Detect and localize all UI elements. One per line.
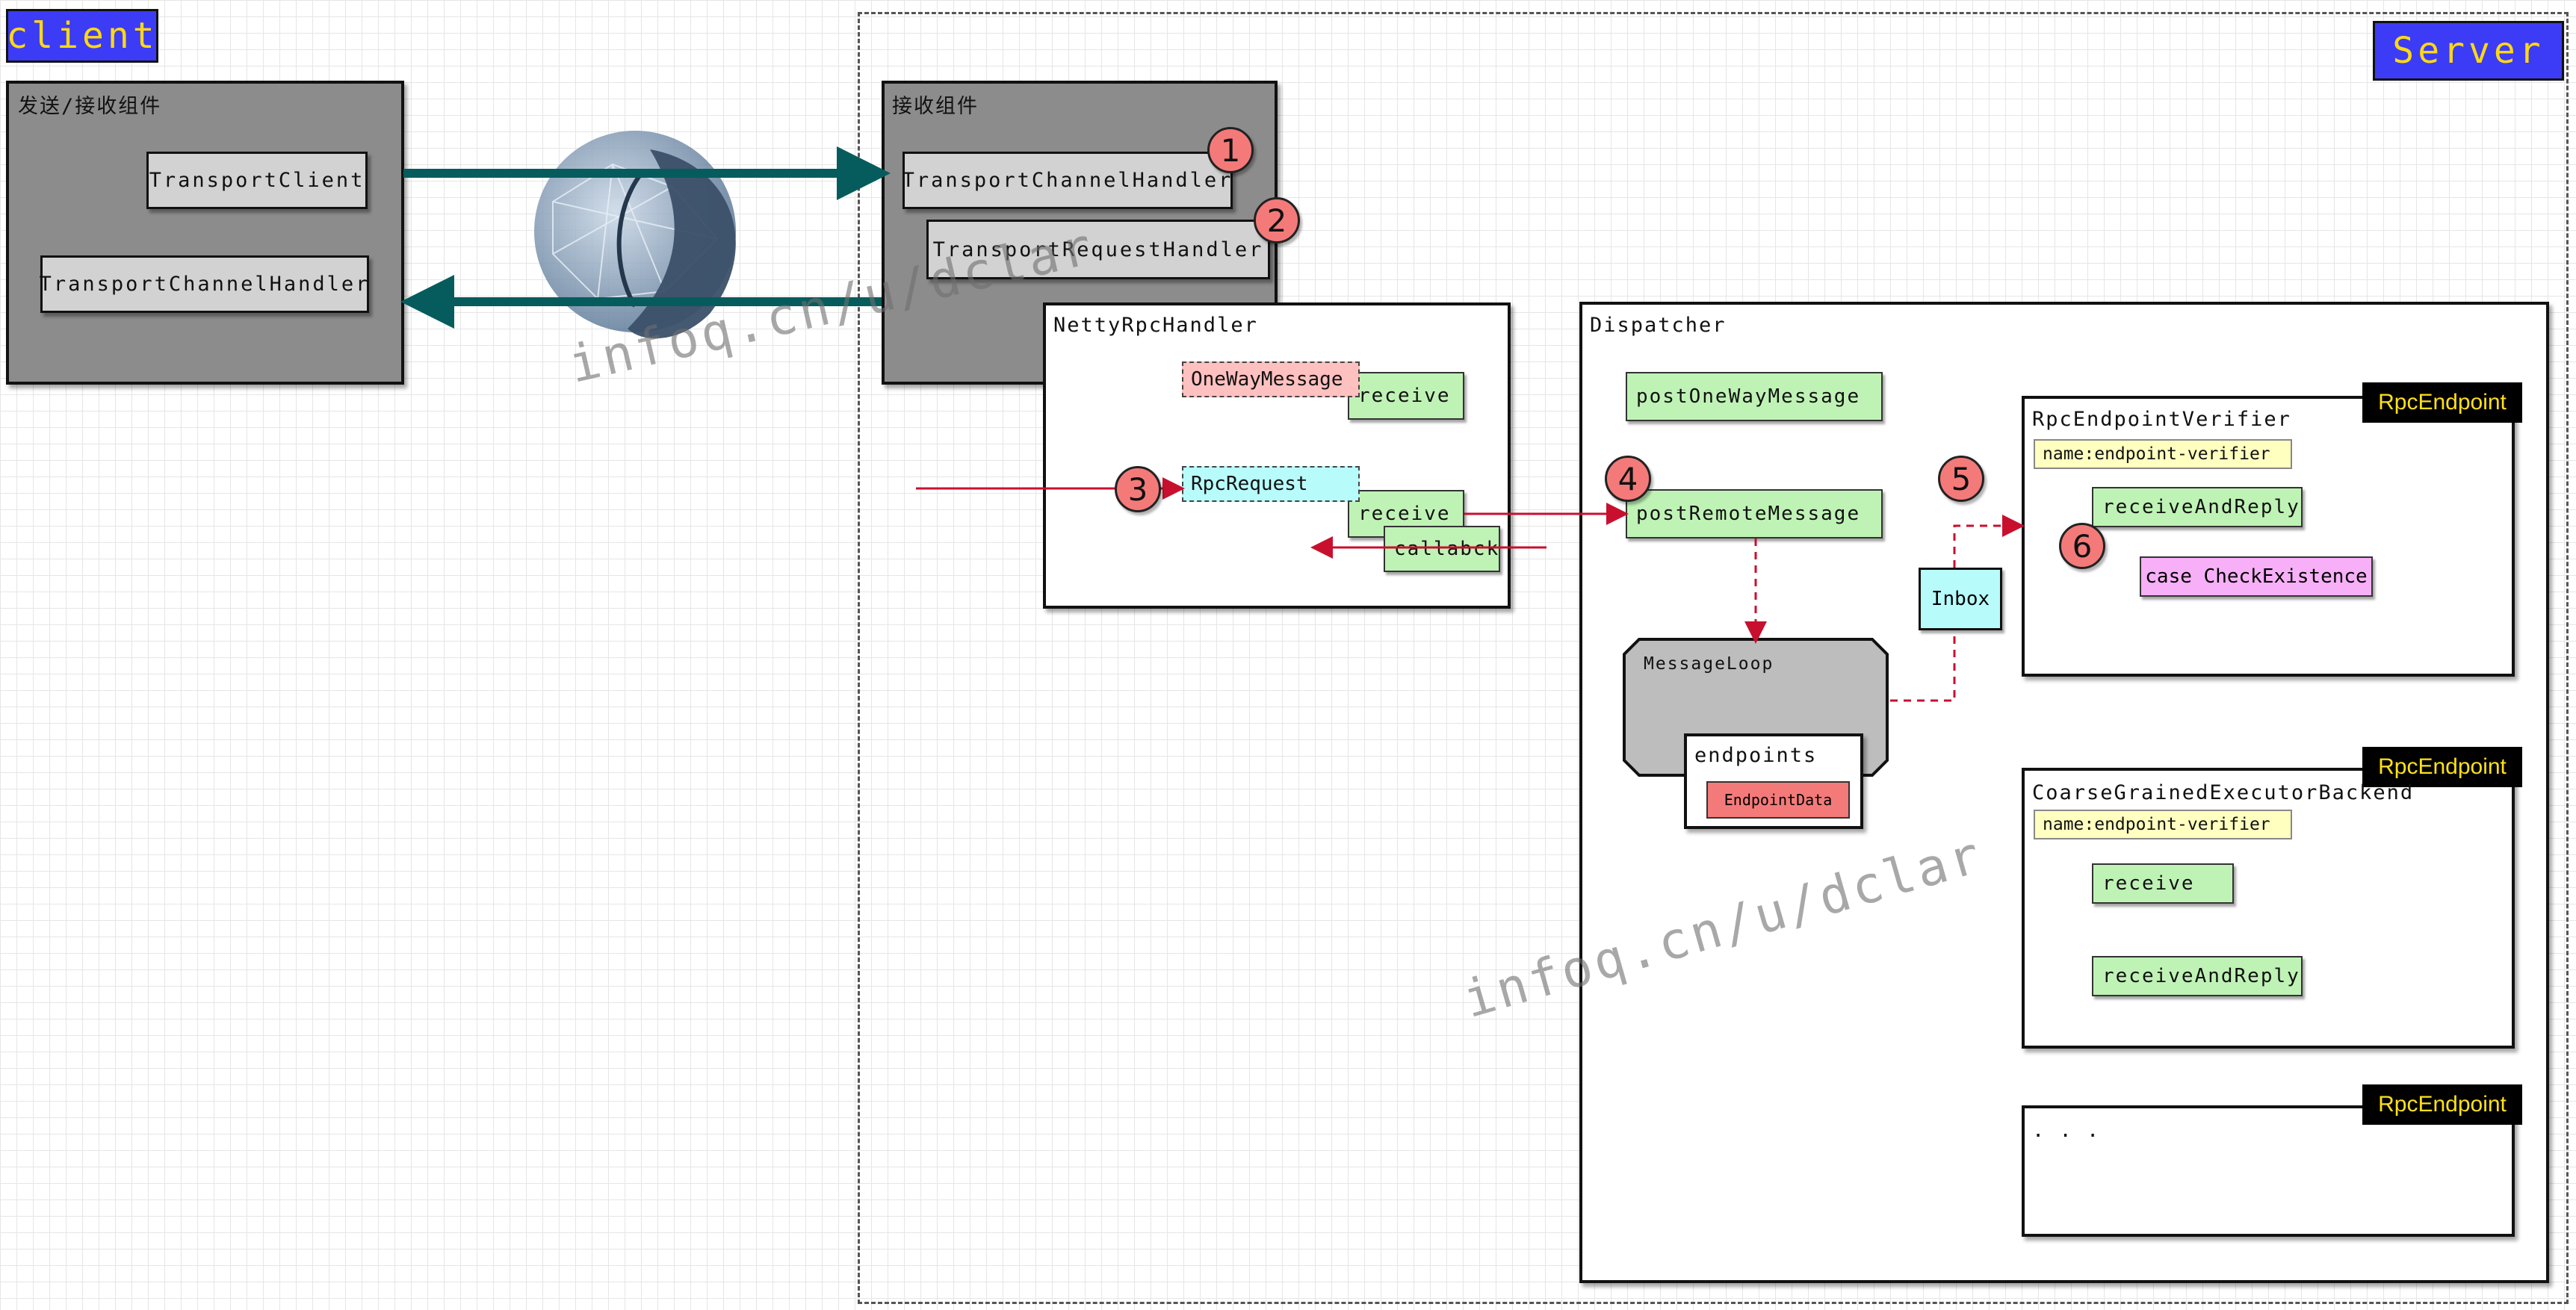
name-tag-1: name:endpoint-verifier bbox=[2034, 439, 2292, 469]
rpc-endpoint-panel-3 bbox=[2022, 1105, 2515, 1237]
transport-channel-handler-server-box: TransportChannelHandler bbox=[902, 152, 1233, 209]
step-5-circle: 5 bbox=[1938, 456, 1984, 502]
receive-and-reply-box-2: receiveAndReply bbox=[2092, 956, 2303, 996]
netty-rpc-handler-label: NettyRpcHandler bbox=[1053, 314, 1258, 337]
receive-box-2: receive bbox=[2092, 863, 2234, 904]
receive-one-way-box: receive bbox=[1348, 372, 1464, 420]
callback-box: callabck bbox=[1384, 526, 1500, 572]
receive-component-label: 接收组件 bbox=[892, 95, 979, 118]
receive-and-reply-box-1: receiveAndReply bbox=[2092, 487, 2303, 527]
rpc-endpoint-verifier-label: RpcEndpointVerifier bbox=[2032, 408, 2291, 431]
loop-to-inbox-line bbox=[1890, 632, 1956, 702]
rpc-request-box: RpcRequest bbox=[1182, 466, 1360, 502]
dispatcher-label: Dispatcher bbox=[1590, 314, 1727, 337]
endpoints-label: endpoints bbox=[1694, 744, 1818, 767]
transport-request-handler-box: TransportRequestHandler bbox=[926, 220, 1270, 279]
rpc-endpoint-tag-1: RpcEndpoint bbox=[2362, 382, 2522, 423]
name-tag-2: name:endpoint-verifier bbox=[2034, 810, 2292, 839]
inbox-to-endpoint-arrow bbox=[1953, 515, 2025, 568]
message-loop-label: MessageLoop bbox=[1644, 654, 1774, 674]
send-receive-label: 发送/接收组件 bbox=[18, 95, 162, 118]
client-panel bbox=[6, 81, 404, 385]
one-way-message-box: OneWayMessage bbox=[1182, 361, 1360, 397]
server-title: Server bbox=[2373, 21, 2564, 81]
client-title: client bbox=[6, 9, 158, 63]
rpc-endpoint-tag-3: RpcEndpoint bbox=[2362, 1084, 2522, 1125]
post-one-way-message-box: postOneWayMessage bbox=[1626, 372, 1883, 421]
butterfly-logo-icon bbox=[534, 131, 736, 339]
step-1-circle: 1 bbox=[1207, 127, 1254, 173]
transport-channel-handler-client-box: TransportChannelHandler bbox=[40, 255, 369, 313]
transport-client-box: TransportClient bbox=[146, 152, 368, 209]
endpoint-data-box: EndpointData bbox=[1706, 781, 1850, 819]
coarse-grained-label: CoarseGrainedExecutorBackend bbox=[2032, 781, 2415, 804]
step-4-circle: 4 bbox=[1605, 456, 1651, 502]
step-2-circle: 2 bbox=[1254, 197, 1300, 243]
post-remote-message-box: postRemoteMessage bbox=[1626, 489, 1883, 538]
server-region bbox=[858, 12, 2569, 1304]
rpc-endpoint-tag-2: RpcEndpoint bbox=[2362, 747, 2522, 787]
inbox-box: Inbox bbox=[1919, 568, 2002, 630]
step-3-circle: 3 bbox=[1115, 466, 1161, 512]
ellipsis-label: . . . bbox=[2032, 1119, 2101, 1142]
case-check-existence-box: case CheckExistence bbox=[2140, 556, 2373, 597]
step-6-circle: 6 bbox=[2059, 523, 2105, 569]
